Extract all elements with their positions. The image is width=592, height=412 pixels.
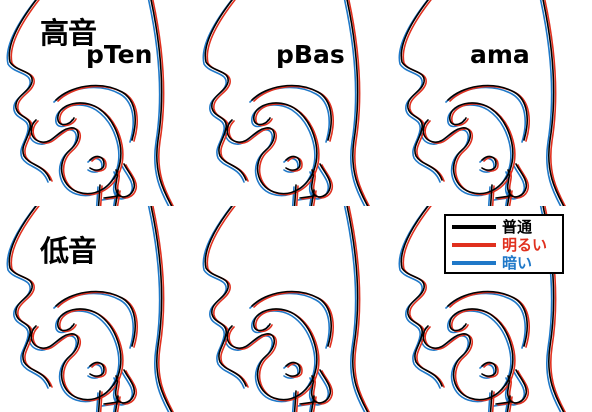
column-label-pbas: pBas [276,40,345,69]
panel-low-pbas [203,201,374,412]
legend: 普通 明るい 暗い [444,214,564,274]
legend-label-dark: 暗い [502,256,532,271]
contour-bright-0 [152,0,178,216]
contour-bright-0 [544,0,570,216]
column-label-ama: ama [470,40,530,69]
legend-label-normal: 普通 [502,220,532,235]
contour-bright-0 [348,0,374,216]
legend-item-bright: 明るい [452,236,547,254]
panel-high-ama [399,0,570,217]
contour-normal-1 [401,201,442,386]
contour-bright-1 [403,202,444,387]
column-label-pten: pTen [86,40,152,69]
contour-dark-1 [203,0,244,182]
legend-item-dark: 暗い [452,254,532,272]
legend-item-normal: 普通 [452,218,532,236]
panel-high-pbas [203,0,374,217]
row-label-low: 低音 [40,228,96,270]
legend-swatch-dark [452,261,496,265]
contour-normal-1 [205,201,246,386]
legend-swatch-normal [452,225,496,229]
legend-swatch-bright [452,243,496,247]
contour-dark-1 [399,0,440,182]
contour-bright-1 [207,202,248,387]
legend-label-bright: 明るい [502,238,547,253]
